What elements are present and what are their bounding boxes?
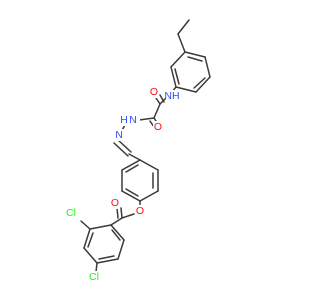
- atom-labels: NH O O H N N O O Cl Cl: [63, 86, 182, 283]
- bond-ring3-cl-ortho: [80, 220, 91, 230]
- atom-oxygen-ester-link: O: [136, 205, 144, 217]
- bond-ring2-d: [121, 190, 141, 202]
- bond-ring2-c: [139, 190, 159, 202]
- bonds: [80, 19, 211, 273]
- bond-c-o-a: [120, 207, 123, 219]
- bond-ethyl-ch2: [177, 33, 186, 53]
- bond-ring2-f: [121, 159, 141, 171]
- bond-ring3-cl-para: [95, 262, 98, 273]
- atom-oxygen-oxalyl-1: O: [150, 86, 158, 98]
- bond-ring1-e: [170, 66, 177, 88]
- atom-oxygen-ester-carbonyl: O: [111, 197, 119, 209]
- bond-ethyl-ch3: [177, 19, 190, 35]
- bond-c-o-b: [116, 207, 119, 219]
- bond-ring1-f: [170, 51, 186, 68]
- bond-ring1-d: [175, 86, 197, 93]
- atom-oxygen-oxalyl-2: O: [154, 121, 162, 133]
- bond-ring1-inner-1: [187, 56, 203, 62]
- bond-ring2-a: [139, 159, 159, 171]
- atom-chlorine-ortho: Cl: [66, 207, 76, 219]
- atom-n-imine: N: [115, 129, 123, 141]
- bond-ch-ring2: [128, 153, 141, 161]
- bond-c-ring3: [110, 217, 123, 226]
- bond-ring2-inner-2: [125, 188, 139, 197]
- bond-o-c: [121, 213, 135, 219]
- atom-chlorine-para: Cl: [89, 271, 99, 283]
- bond-ring3-inner-3: [87, 232, 94, 248]
- bond-ring3-a: [110, 224, 125, 241]
- atom-n-hydrazide: N: [129, 114, 137, 126]
- atom-nh-amide: NH: [164, 90, 179, 102]
- atom-h-hydrazide: H: [120, 114, 128, 126]
- bond-ring1-c: [195, 76, 211, 93]
- bond-ring3-d: [83, 247, 98, 264]
- bond-ring3-inner-2: [98, 255, 115, 260]
- bond-c1-o1-b: [159, 94, 165, 103]
- bond-ring1-inner-3: [174, 68, 180, 85]
- bond-ring1-inner-2: [193, 77, 206, 89]
- bond-c1-o1-a: [155, 97, 161, 105]
- bond-ring3-b: [117, 239, 125, 260]
- bond-imine-b: [113, 142, 129, 157]
- bond-ring3-e: [83, 228, 91, 249]
- bond-imine-a: [116, 138, 132, 153]
- bond-ring3-c: [96, 258, 119, 264]
- bond-ring1-b: [204, 56, 211, 78]
- bond-c1-c2: [153, 103, 161, 119]
- bond-ring3-f: [89, 224, 112, 230]
- bond-c2-nh: [138, 117, 155, 121]
- bond-ring3-inner-1: [111, 229, 121, 241]
- molecule-structure: NH O O H N N O O Cl Cl: [63, 19, 211, 283]
- bond-ring2-inner-3: [125, 164, 139, 173]
- bond-ring1-a: [184, 51, 206, 58]
